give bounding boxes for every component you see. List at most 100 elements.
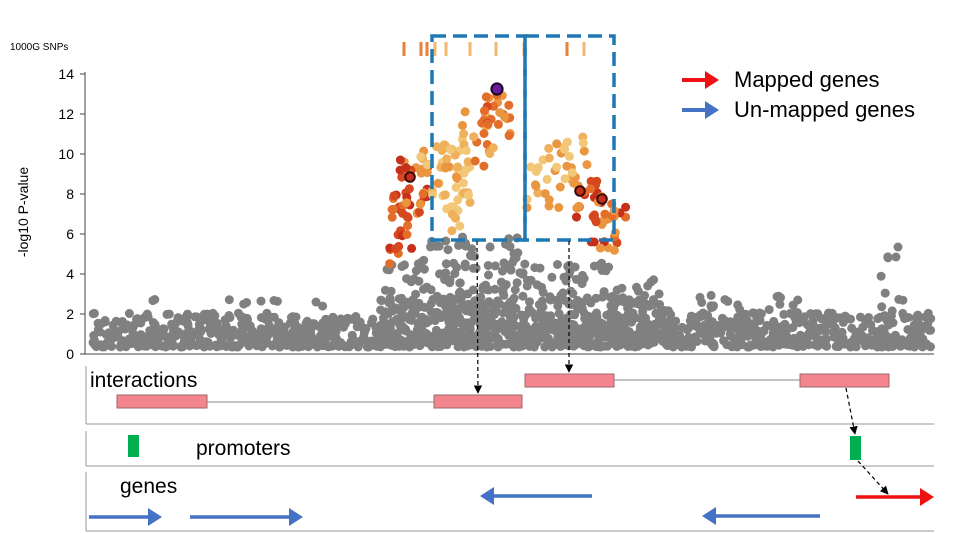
snp-point bbox=[733, 300, 743, 310]
y-axis-label: -log10 P-value bbox=[15, 167, 31, 257]
snp-point bbox=[525, 297, 534, 307]
snp-point bbox=[212, 318, 222, 328]
snp-point bbox=[723, 296, 733, 306]
snp-point bbox=[637, 333, 647, 343]
snp-point bbox=[706, 290, 716, 300]
snp-point bbox=[488, 143, 498, 153]
snp-tick bbox=[433, 42, 437, 56]
snp-point bbox=[437, 146, 447, 155]
snp-point bbox=[564, 151, 574, 161]
snp-point bbox=[706, 301, 716, 311]
snp-point bbox=[624, 327, 634, 337]
snp-point bbox=[168, 339, 178, 349]
snp-point bbox=[524, 304, 534, 314]
snp-point bbox=[572, 212, 581, 222]
snp-point bbox=[272, 332, 282, 342]
snp-point bbox=[402, 230, 412, 239]
snp-point bbox=[599, 324, 609, 334]
snp-point bbox=[822, 341, 832, 351]
snp-point bbox=[769, 316, 779, 326]
snp-point bbox=[431, 307, 441, 317]
snp-point bbox=[331, 327, 341, 336]
snp-point bbox=[456, 288, 466, 298]
snp-point bbox=[578, 297, 588, 307]
snp-point bbox=[545, 292, 555, 302]
snp-tick bbox=[582, 42, 586, 56]
snp-point bbox=[741, 309, 751, 319]
snp-point bbox=[142, 309, 152, 319]
snp-point bbox=[521, 331, 531, 341]
snp-point bbox=[194, 324, 204, 334]
legend-mapped-label: Mapped genes bbox=[734, 67, 880, 92]
snp-point bbox=[608, 330, 617, 340]
connector-arrow bbox=[473, 240, 483, 394]
snp-point bbox=[579, 324, 589, 334]
snp-point bbox=[658, 331, 668, 341]
snp-point bbox=[347, 330, 357, 340]
mapped-gene-arrow-head bbox=[920, 488, 934, 506]
snp-point bbox=[447, 226, 457, 236]
snp-point bbox=[775, 299, 785, 309]
snp-point bbox=[493, 296, 503, 306]
snp-point bbox=[368, 314, 378, 324]
snp-point bbox=[518, 291, 528, 301]
snp-point bbox=[475, 327, 485, 337]
y-tick-label: 2 bbox=[66, 306, 74, 322]
snp-point bbox=[891, 252, 901, 262]
snp-point bbox=[470, 251, 480, 261]
snp-point bbox=[419, 255, 429, 265]
snp-point bbox=[535, 263, 545, 273]
snp-point bbox=[486, 341, 495, 351]
snp-point bbox=[445, 145, 455, 155]
snp-point bbox=[596, 193, 608, 205]
snp-point bbox=[633, 286, 643, 296]
snp-point bbox=[376, 295, 386, 305]
snp-point bbox=[875, 312, 885, 322]
y-tick-label: 4 bbox=[66, 266, 74, 282]
snp-point bbox=[887, 306, 897, 316]
snp-tick bbox=[468, 42, 472, 56]
snp-point bbox=[540, 334, 550, 343]
snp-point bbox=[511, 303, 521, 313]
snp-point bbox=[493, 119, 503, 129]
snp-point bbox=[553, 260, 562, 269]
snp-point bbox=[544, 153, 554, 163]
snp-point bbox=[495, 108, 505, 118]
snp-point bbox=[485, 242, 495, 252]
snp-point bbox=[396, 325, 406, 335]
snp-point bbox=[479, 161, 489, 171]
gene-arrow-head bbox=[480, 487, 494, 505]
snp-point bbox=[389, 191, 399, 201]
snp-point bbox=[499, 258, 509, 268]
snp-point bbox=[532, 280, 542, 290]
y-tick-label: 14 bbox=[58, 66, 74, 82]
snp-point bbox=[586, 320, 596, 330]
gene-arrow-head bbox=[289, 508, 303, 526]
snp-point bbox=[876, 271, 886, 281]
snp-point bbox=[574, 201, 584, 211]
snp-point bbox=[590, 210, 599, 220]
snp-point bbox=[483, 261, 493, 270]
snp-point bbox=[401, 198, 411, 208]
snp-point bbox=[643, 300, 653, 310]
connector-arrow bbox=[845, 387, 858, 435]
snp-point bbox=[554, 203, 564, 212]
snp-tick bbox=[402, 42, 406, 56]
snp-point bbox=[465, 197, 475, 207]
snp-point bbox=[256, 296, 266, 306]
snp-point bbox=[470, 156, 480, 166]
snp-point bbox=[380, 285, 390, 295]
snp-point bbox=[479, 129, 489, 138]
snp-point bbox=[597, 258, 607, 268]
snp-point bbox=[397, 172, 407, 182]
snp-point bbox=[89, 335, 99, 345]
snp-point bbox=[387, 212, 397, 222]
snp-point bbox=[451, 172, 461, 182]
snp-point bbox=[414, 320, 424, 329]
gene-arrow-head bbox=[148, 508, 162, 526]
snp-point bbox=[466, 331, 476, 341]
snp-point bbox=[768, 328, 778, 338]
snp-point bbox=[431, 325, 441, 335]
snp-point bbox=[864, 313, 874, 322]
snp-point bbox=[846, 314, 855, 324]
